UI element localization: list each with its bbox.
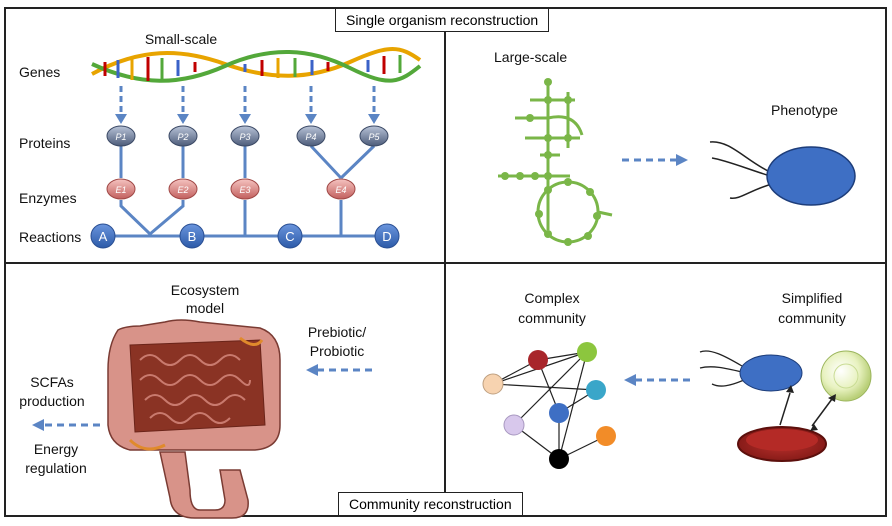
gene-arrows xyxy=(119,86,376,116)
title-single-organism: Single organism reconstruction xyxy=(335,8,550,32)
scfa-label-line1: SCFAs xyxy=(30,374,74,390)
simplified-arrowhead xyxy=(624,374,636,386)
simplified-community xyxy=(699,350,872,462)
enzyme-label: E1 xyxy=(115,185,126,195)
dna-helix xyxy=(91,47,422,83)
enzyme-label: E4 xyxy=(335,185,346,195)
output-arrowhead xyxy=(32,419,44,431)
protein-nodes xyxy=(106,125,389,147)
intestine-illustration xyxy=(107,319,281,519)
simplified-label-line1: Simplified xyxy=(781,290,843,306)
protein-label: P4 xyxy=(305,132,316,142)
scfa-label-line2: production xyxy=(19,393,85,409)
ecosystem-label-line2: model xyxy=(185,300,225,316)
pathway-links xyxy=(103,144,390,238)
protein-label: P5 xyxy=(368,132,380,142)
phenotype-label: Phenotype xyxy=(771,102,838,118)
metabolite-label: C xyxy=(285,229,294,244)
prebiotic-arrowhead xyxy=(306,364,318,376)
title-community: Community reconstruction xyxy=(338,492,523,516)
protein-label: P2 xyxy=(177,132,188,142)
large-scale-heading: Large-scale xyxy=(494,49,568,65)
simplified-label-line2: community xyxy=(778,310,846,326)
community-nodes xyxy=(482,342,616,469)
row-label-enzymes: Enzymes xyxy=(19,190,77,206)
prebiotic-label-line2: Probiotic xyxy=(309,343,365,359)
energy-label-line2: regulation xyxy=(25,460,87,476)
prebiotic-label-line1: Prebiotic/ xyxy=(307,324,367,340)
complex-label-line1: Complex xyxy=(524,290,580,306)
gene-arrowheads xyxy=(115,114,380,124)
enzyme-labels: E1 E2 E3 E4 xyxy=(115,185,346,195)
ecosystem-label-line1: Ecosystem xyxy=(170,282,240,298)
bacterium-cell xyxy=(709,141,856,206)
metabolite-label: B xyxy=(188,229,197,244)
complex-label-line2: community xyxy=(518,310,586,326)
phenotype-arrowhead xyxy=(676,154,688,166)
enzyme-label: E2 xyxy=(177,185,188,195)
row-label-genes: Genes xyxy=(19,64,61,80)
enzyme-label: E3 xyxy=(239,185,250,195)
energy-label-line1: Energy xyxy=(33,441,79,457)
protein-labels: P1 P2 P3 P4 P5 xyxy=(115,132,380,142)
metabolite-nodes xyxy=(90,223,400,249)
row-label-proteins: Proteins xyxy=(19,135,71,151)
metabolite-label: A xyxy=(99,229,108,244)
protein-label: P1 xyxy=(115,132,126,142)
metabolite-labels: A B C D xyxy=(99,229,392,244)
row-label-reactions: Reactions xyxy=(19,229,82,245)
metabolite-label: D xyxy=(382,229,391,244)
large-scale-nodes xyxy=(501,78,601,246)
protein-label: P3 xyxy=(239,132,250,142)
small-scale-heading: Small-scale xyxy=(144,31,218,47)
enzyme-nodes xyxy=(106,178,356,200)
community-edges xyxy=(492,351,607,460)
